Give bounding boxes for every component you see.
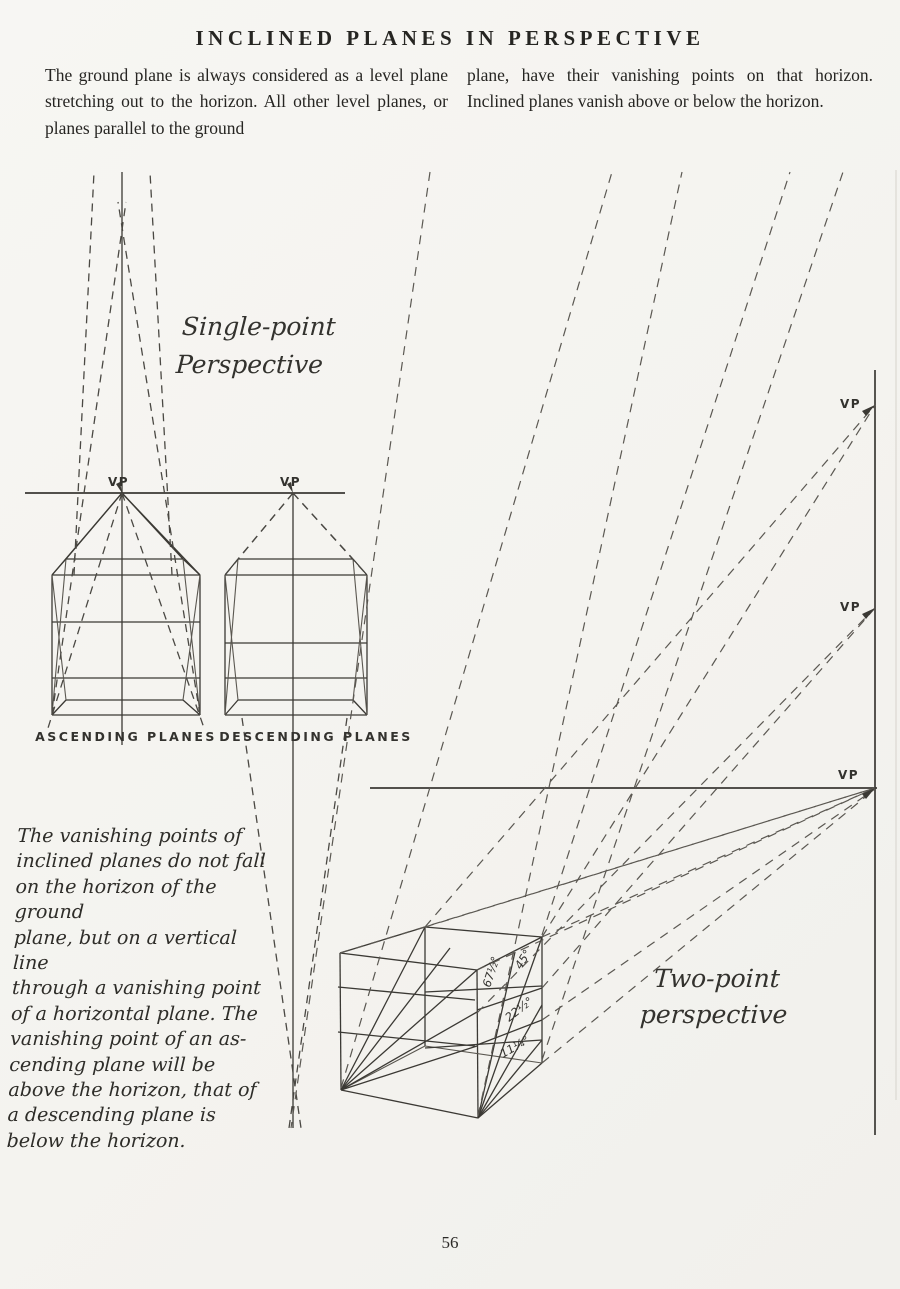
page-number: 56: [441, 1233, 459, 1252]
two-point-label-line1: Two-point: [653, 964, 781, 993]
single-point-label-line1: Single-point: [181, 312, 337, 341]
vp-label-two-point-horizon: VP: [838, 768, 859, 782]
body-column-right: plane, have their vanishing points on th…: [467, 65, 873, 112]
angle-label-11-25: 11¼°: [498, 1033, 532, 1061]
single-point-label-line2: Perspective: [175, 350, 324, 379]
vp-label-single-right: VP: [280, 475, 301, 489]
page-title: INCLINED PLANES IN PERSPECTIVE: [195, 26, 705, 50]
scan-edge-artifact: [895, 170, 897, 1100]
note-line: inclined planes do not fall: [16, 850, 266, 873]
caption-ascending-planes: ASCENDING PLANES: [35, 729, 217, 744]
note-line: cending plane will be: [8, 1053, 216, 1076]
two-point-diagram: VP VP VP 67½° 45° 22½° 11¼°: [337, 171, 877, 1135]
note-line: The vanishing points of: [16, 825, 243, 847]
note-line: a descending plane is: [7, 1104, 217, 1127]
handwritten-note: The vanishing points of inclined planes …: [6, 824, 274, 1154]
angle-label-67-5: 67½°: [480, 955, 503, 989]
two-point-label-line2: perspective: [639, 1000, 789, 1029]
note-line: through a vanishing point: [11, 977, 262, 1000]
note-line: above the horizon, that of: [8, 1079, 257, 1102]
body-column-left: The ground plane is always considered as…: [45, 65, 448, 138]
angle-label-22-5: 22½°: [502, 994, 535, 1024]
note-line: plane, but on a vertical line: [12, 926, 238, 975]
note-line: vanishing point of an as-: [9, 1028, 247, 1051]
note-line: below the horizon.: [6, 1129, 187, 1152]
note-line: of a horizontal plane. The: [10, 1002, 259, 1025]
caption-descending-planes: DESCENDING PLANES: [219, 729, 413, 744]
vp-label-two-point-middle: VP: [840, 600, 861, 614]
note-line: on the horizon of the ground: [14, 875, 218, 924]
single-point-diagram: VP VP: [25, 171, 431, 1129]
vp-label-single-left: VP: [108, 475, 129, 489]
vp-label-two-point-upper: VP: [840, 397, 861, 411]
